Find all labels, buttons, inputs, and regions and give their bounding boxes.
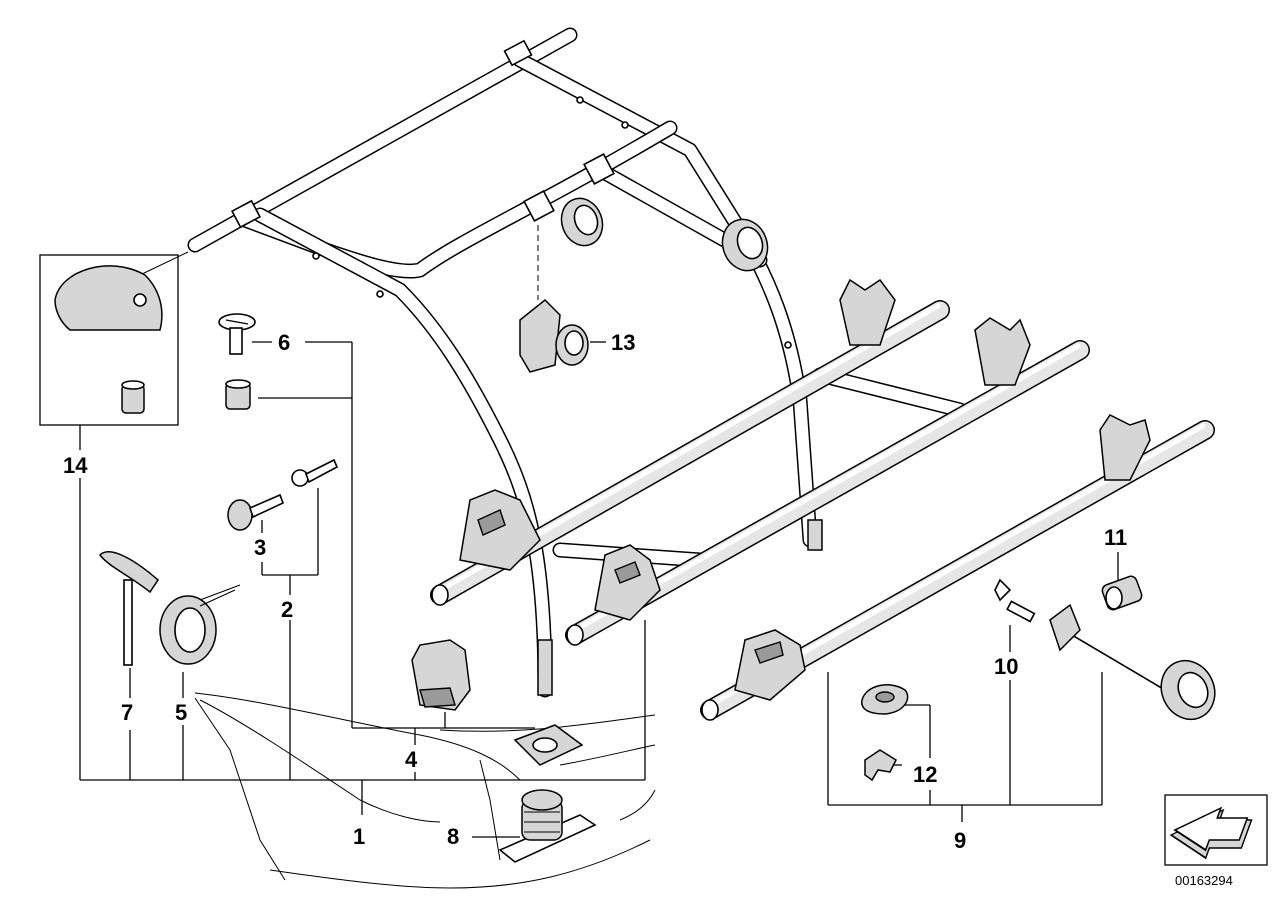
part-4-group [411,639,584,766]
part-6-group [218,313,256,410]
callout-3: 3 [254,535,267,560]
leader-lines [79,341,1119,838]
callout-13: 13 [611,330,636,355]
wheel-holders [459,278,1151,701]
callout-14: 14 [63,453,88,478]
callout-2: 2 [281,597,294,622]
callout-9: 9 [954,828,967,853]
callout-7: 7 [121,700,134,725]
callout-4: 4 [405,747,418,772]
end-cap-part [54,265,163,331]
callout-8: 8 [447,824,460,849]
frame-fittings [230,39,823,696]
lock-key-parts [227,458,339,531]
t-wrench-part [99,551,159,666]
callout-6: 6 [278,330,291,355]
clamp-part-13 [519,225,589,373]
callout-1: 1 [353,824,366,849]
strap-part [159,584,241,665]
damper-part [498,789,597,863]
callout-11: 11 [1104,525,1128,550]
callout-5: 5 [175,700,188,725]
part-14-group [39,251,189,426]
car-body-outline [194,692,656,889]
right-side-parts [861,575,1216,782]
direction-arrow-icon [1164,794,1268,866]
callout-12: 12 [913,762,938,787]
callout-10: 10 [994,654,1019,679]
frame-clamp-rings [560,197,769,272]
document-id: 00163294 [1175,873,1233,888]
